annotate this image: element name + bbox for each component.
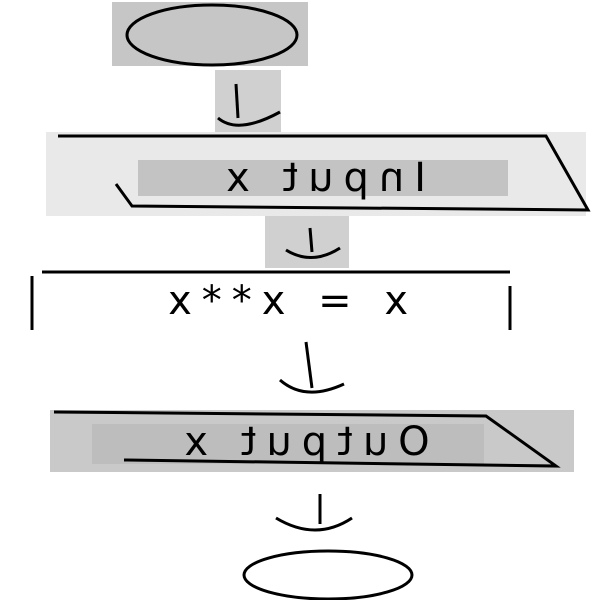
arrow-1-line [234, 83, 240, 119]
arrow-2-highlight [265, 216, 349, 268]
arrow-3-line [304, 341, 314, 389]
start-oval [125, 3, 299, 67]
output-parallelogram [53, 410, 561, 468]
arrow-4-head [275, 516, 353, 532]
arrow-2-line [308, 227, 314, 253]
output-highlight-inner [92, 424, 484, 464]
output-label: Output x [174, 419, 430, 465]
arrow-3-head [279, 378, 345, 394]
arrow-2-head [285, 246, 341, 259]
input-highlight-inner [138, 160, 508, 196]
end-oval [242, 549, 414, 600]
arrow-1-head [217, 110, 281, 127]
process-label: x = x**x [158, 278, 408, 324]
start-highlight [112, 2, 308, 66]
input-label: Input x [216, 155, 426, 201]
input-parallelogram [58, 134, 591, 212]
